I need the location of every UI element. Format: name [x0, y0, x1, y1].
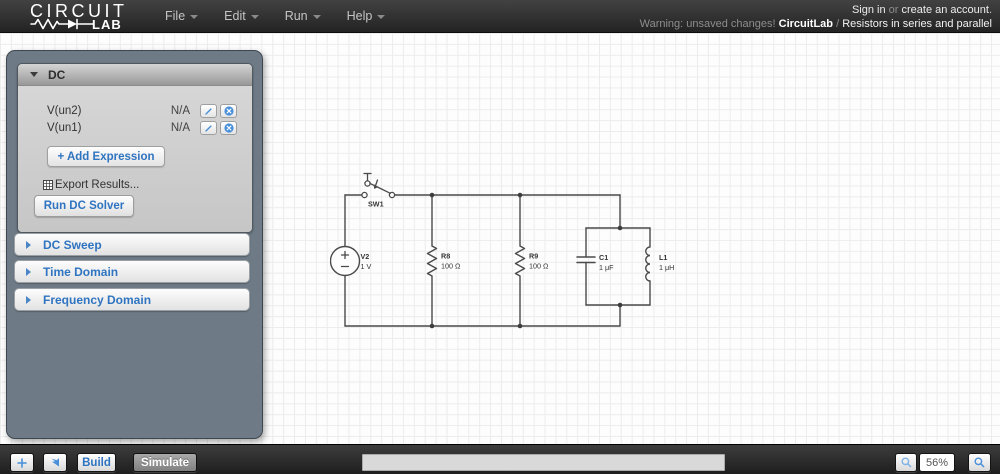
expand-caret-icon — [26, 267, 31, 276]
breadcrumb-brand[interactable]: CircuitLab — [778, 18, 834, 30]
component-C1[interactable]: C1 1 μF — [576, 253, 614, 272]
simulate-mode-button[interactable]: Simulate — [133, 453, 197, 472]
sign-in-link[interactable]: Sign in — [851, 4, 886, 16]
logo-text-circuit: CIRCUIT — [30, 0, 128, 21]
component-value: 100 Ω — [441, 262, 461, 271]
caret-down-icon — [250, 15, 259, 19]
component-SW1[interactable]: SW1 — [361, 172, 396, 209]
export-results-link[interactable]: Export Results... — [43, 179, 252, 191]
plus-icon — [17, 457, 27, 468]
expression-row: V(un1) N/A — [18, 120, 252, 136]
circuit-schematic[interactable]: SW1 V2 1 V R8 100 Ω — [330, 163, 680, 343]
expression-name: V(un2) — [47, 105, 82, 117]
simulation-progress-bar — [362, 454, 725, 471]
component-label: C1 — [599, 253, 608, 262]
component-value: 1 μH — [659, 263, 674, 272]
section-frequency-domain[interactable]: Frequency Domain — [14, 288, 250, 311]
dc-panel: DC V(un2) N/A V(un1) N/A — [17, 63, 253, 233]
top-menu-bar: CIRCUIT LAB File Edit — [0, 0, 1000, 33]
magnifier-icon — [901, 457, 911, 468]
x-circle-icon — [223, 123, 234, 133]
section-time-domain[interactable]: Time Domain — [14, 260, 250, 283]
component-label: R8 — [441, 252, 450, 261]
unsaved-warning: Warning: unsaved changes! — [639, 18, 779, 30]
component-label: R9 — [529, 252, 538, 261]
dc-panel-title: DC — [48, 67, 66, 82]
resistor-diode-icon — [30, 18, 94, 30]
caret-down-icon — [312, 15, 321, 19]
build-mode-button[interactable]: Build — [77, 453, 116, 472]
delete-expression-button[interactable] — [220, 121, 237, 135]
menu-edit[interactable]: Edit — [211, 0, 272, 32]
pencil-icon — [205, 124, 212, 132]
x-circle-icon — [223, 106, 234, 116]
component-value: 1 μF — [599, 263, 614, 272]
create-account-link[interactable]: create an account — [901, 4, 989, 16]
component-R9[interactable]: R9 100 Ω — [514, 245, 549, 277]
zoom-level-display[interactable]: 56% — [919, 453, 955, 472]
component-R8[interactable]: R8 100 Ω — [426, 245, 461, 277]
zoom-out-button[interactable] — [895, 453, 917, 472]
menu-help[interactable]: Help — [334, 0, 399, 32]
expression-name: V(un1) — [47, 122, 82, 134]
expand-caret-icon — [26, 295, 31, 304]
junction-dots — [429, 192, 623, 329]
simulation-sidebar: DC V(un2) N/A V(un1) N/A — [6, 50, 263, 439]
signin-line: Sign in or create an account. — [851, 4, 992, 16]
menu-run[interactable]: Run — [272, 0, 334, 32]
select-tool-button[interactable] — [43, 453, 67, 472]
zoom-in-button[interactable] — [968, 453, 991, 472]
component-L1[interactable]: L1 1 μH — [645, 246, 675, 282]
caret-down-icon — [377, 15, 386, 19]
bottom-toolbar: Build Simulate 56% — [0, 444, 1000, 474]
edit-expression-button[interactable] — [200, 104, 217, 118]
expand-caret-icon — [26, 240, 31, 249]
component-V2[interactable]: V2 1 V — [330, 245, 372, 277]
component-label: SW1 — [368, 200, 384, 209]
section-dc-sweep[interactable]: DC Sweep — [14, 233, 250, 256]
logo-text-lab: LAB — [92, 16, 122, 32]
component-value: 100 Ω — [529, 262, 549, 271]
caret-down-icon — [190, 15, 199, 19]
main-menu: File Edit Run Help — [152, 0, 398, 32]
run-dc-solver-button[interactable]: Run DC Solver — [34, 195, 134, 217]
account-area: Sign in or create an account. Warning: u… — [640, 3, 992, 31]
magnifier-icon — [974, 457, 985, 468]
collapse-caret-icon — [30, 72, 38, 77]
document-title: Resistors in series and parallel — [842, 18, 992, 30]
dc-panel-header[interactable]: DC — [18, 64, 252, 86]
add-component-button[interactable] — [10, 453, 34, 472]
table-icon — [43, 180, 53, 190]
expression-row: V(un2) N/A — [18, 103, 252, 119]
dc-panel-body: V(un2) N/A V(un1) N/A — [18, 86, 252, 232]
expression-value: N/A — [170, 122, 190, 134]
component-label: V2 — [361, 252, 370, 261]
circuitlab-logo[interactable]: CIRCUIT LAB — [30, 2, 138, 31]
component-label: L1 — [659, 253, 667, 262]
pencil-icon — [205, 107, 212, 115]
cursor-arrow-icon — [51, 458, 59, 467]
expression-value: N/A — [170, 105, 190, 117]
menu-file[interactable]: File — [152, 0, 211, 32]
document-status-line: Warning: unsaved changes! CircuitLab / R… — [639, 18, 992, 30]
edit-expression-button[interactable] — [200, 121, 217, 135]
component-value: 1 V — [361, 262, 372, 271]
delete-expression-button[interactable] — [220, 104, 237, 118]
add-expression-button[interactable]: + Add Expression — [47, 146, 165, 167]
